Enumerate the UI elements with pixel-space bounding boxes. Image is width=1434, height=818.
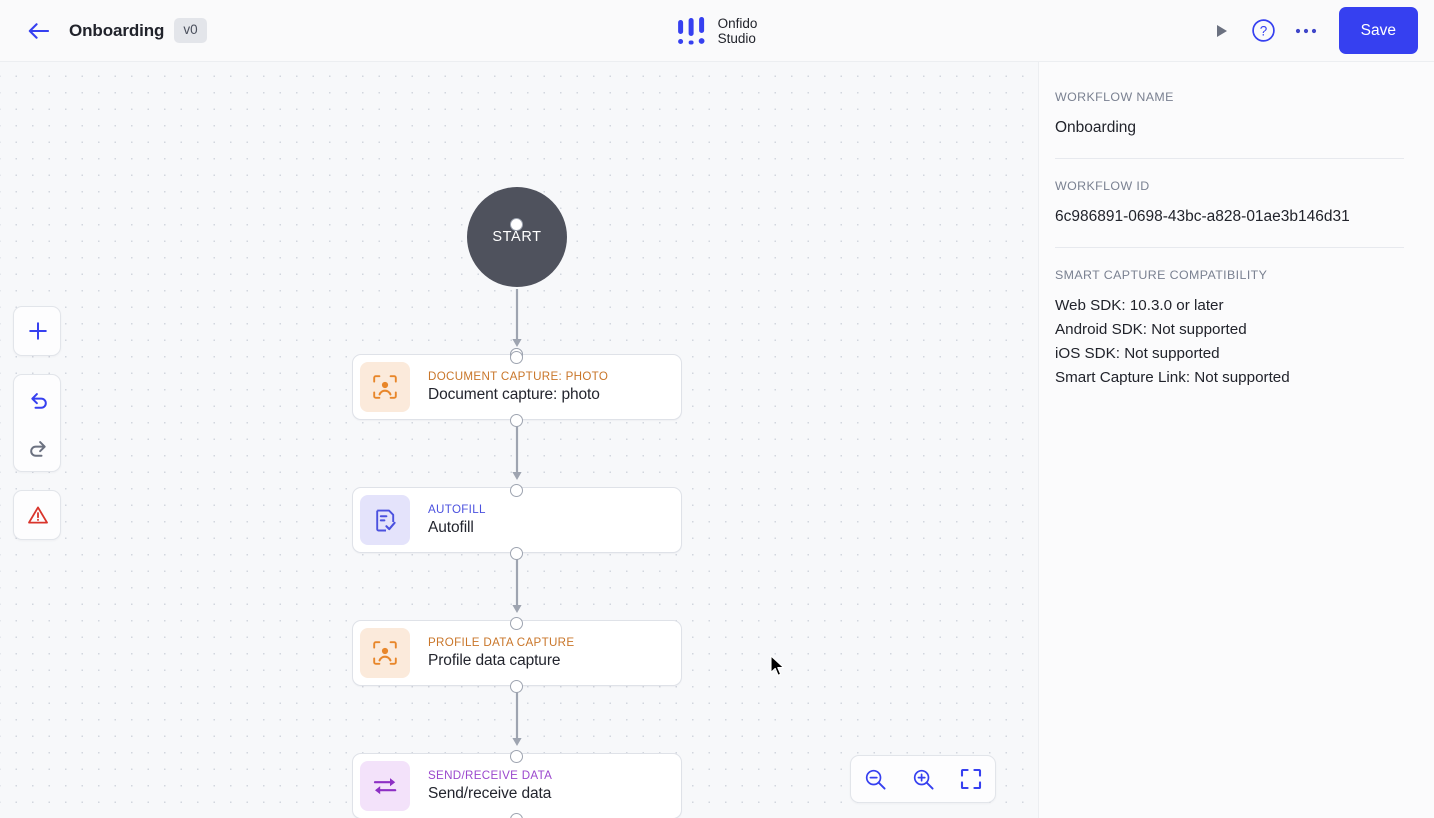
node-title: Document capture: photo [428,386,600,403]
zoom-controls [850,755,996,803]
compatibility-row: iOS SDK: Not supported [1055,345,1220,362]
question-circle-icon: ? [1252,19,1275,42]
node-kicker: AUTOFILL [428,503,486,516]
compatibility-label: SMART CAPTURE COMPATIBILITY [1055,268,1268,282]
compatibility-row: Smart Capture Link: Not supported [1055,369,1290,386]
brand-wordmark: Onfido Studio [718,16,758,46]
workflow-name-section: WORKFLOW NAME Onboarding [1055,88,1404,158]
more-options-button[interactable] [1285,10,1327,52]
node-text: DOCUMENT CAPTURE: PHOTO Document capture… [428,370,608,404]
workflow-graph: START [0,62,1038,818]
brand-logo: Onfido Studio [677,15,758,47]
node-icon-wrapper [360,495,410,545]
node-text: PROFILE DATA CAPTURE Profile data captur… [428,636,574,670]
play-triangle-icon [1216,24,1227,37]
workflow-details-panel: WORKFLOW NAME Onboarding WORKFLOW ID 6c9… [1038,62,1434,818]
app-body: START [0,62,1434,818]
magnifier-plus-icon [913,769,934,790]
add-node-button[interactable] [14,307,60,355]
port-node-2-out[interactable] [510,547,523,560]
zoom-out-button[interactable] [851,756,899,802]
undo-arrow-icon [30,392,47,409]
compatibility-row: Android SDK: Not supported [1055,321,1247,338]
zoom-in-button[interactable] [899,756,947,802]
node-title: Send/receive data [428,785,552,802]
smart-capture-compatibility-section: SMART CAPTURE COMPATIBILITY Web SDK: 10.… [1055,248,1404,408]
edge-start-to-node-1 [512,289,522,347]
app-header: Onboarding v0 Onfido Studio [0,0,1434,62]
document-capture-face-scan-icon [373,375,397,399]
undo-button[interactable] [14,375,60,423]
node-kicker: PROFILE DATA CAPTURE [428,636,575,649]
expand-frame-icon [960,768,982,790]
divider [1055,158,1404,159]
help-button[interactable]: ? [1243,10,1285,52]
page-title: Onboarding [69,20,165,40]
brand-line-2: Studio [717,30,756,46]
magnifier-minus-icon [865,769,886,790]
add-tool-group [13,306,61,356]
node-text: SEND/RECEIVE DATA Send/receive data [428,769,552,803]
profile-scan-icon [373,641,397,665]
errors-button[interactable] [14,491,60,539]
edge-node-1-to-node-2 [512,422,522,480]
workflow-name-value: Onboarding [1055,119,1137,136]
run-workflow-button[interactable] [1201,10,1243,52]
save-button[interactable]: Save [1338,7,1418,54]
redo-button[interactable] [14,423,60,471]
warning-triangle-icon [28,506,48,524]
port-node-3-in[interactable] [510,617,523,630]
port-node-3-out[interactable] [510,680,523,693]
workflow-name-label: WORKFLOW NAME [1055,90,1174,104]
node-title: Profile data capture [428,652,561,669]
start-node-label: START [492,229,542,245]
brand-line-1: Onfido [717,15,758,31]
port-node-2-in[interactable] [510,484,523,497]
port-start-out[interactable] [510,218,523,231]
node-icon-wrapper [360,761,410,811]
redo-arrow-icon [29,440,46,457]
node-kicker: SEND/RECEIVE DATA [428,769,553,782]
node-icon-wrapper [360,362,410,412]
exchange-arrows-icon [373,778,396,795]
document-check-icon [375,509,396,531]
edge-node-2-to-node-3 [512,555,522,613]
port-node-1-top[interactable] [510,351,523,364]
node-autofill[interactable]: AUTOFILL Autofill [352,487,682,553]
start-node[interactable]: START [467,187,567,287]
back-button[interactable] [21,14,55,48]
port-node-1-out[interactable] [510,414,523,427]
arrow-left-icon [28,22,49,39]
history-tool-group [13,374,61,472]
onfido-sliders-logo-icon [678,16,705,44]
port-node-4-in[interactable] [510,750,523,763]
node-title: Autofill [428,519,474,536]
edge-node-3-to-node-4 [512,688,522,746]
node-send-receive-data[interactable]: SEND/RECEIVE DATA Send/receive data [352,753,682,818]
ellipsis-horizontal-icon [1295,28,1316,33]
canvas-toolbar [13,306,61,540]
fit-to-screen-button[interactable] [947,756,995,802]
node-kicker: DOCUMENT CAPTURE: PHOTO [428,370,609,383]
workflow-id-section: WORKFLOW ID 6c986891-0698-43bc-a828-01ae… [1055,159,1404,247]
plus-icon [29,322,47,340]
header-actions: ? Save [1201,7,1434,54]
svg-text:?: ? [1260,24,1268,39]
validation-tool-group [13,490,61,540]
workflow-id-label: WORKFLOW ID [1055,179,1150,193]
version-badge: v0 [174,18,207,43]
divider [1055,247,1404,248]
node-icon-wrapper [360,628,410,678]
workflow-canvas[interactable]: START [0,62,1038,818]
workflow-id-value: 6c986891-0698-43bc-a828-01ae3b146d31 [1055,208,1350,225]
compatibility-row: Web SDK: 10.3.0 or later [1055,297,1224,314]
node-text: AUTOFILL Autofill [428,503,486,537]
